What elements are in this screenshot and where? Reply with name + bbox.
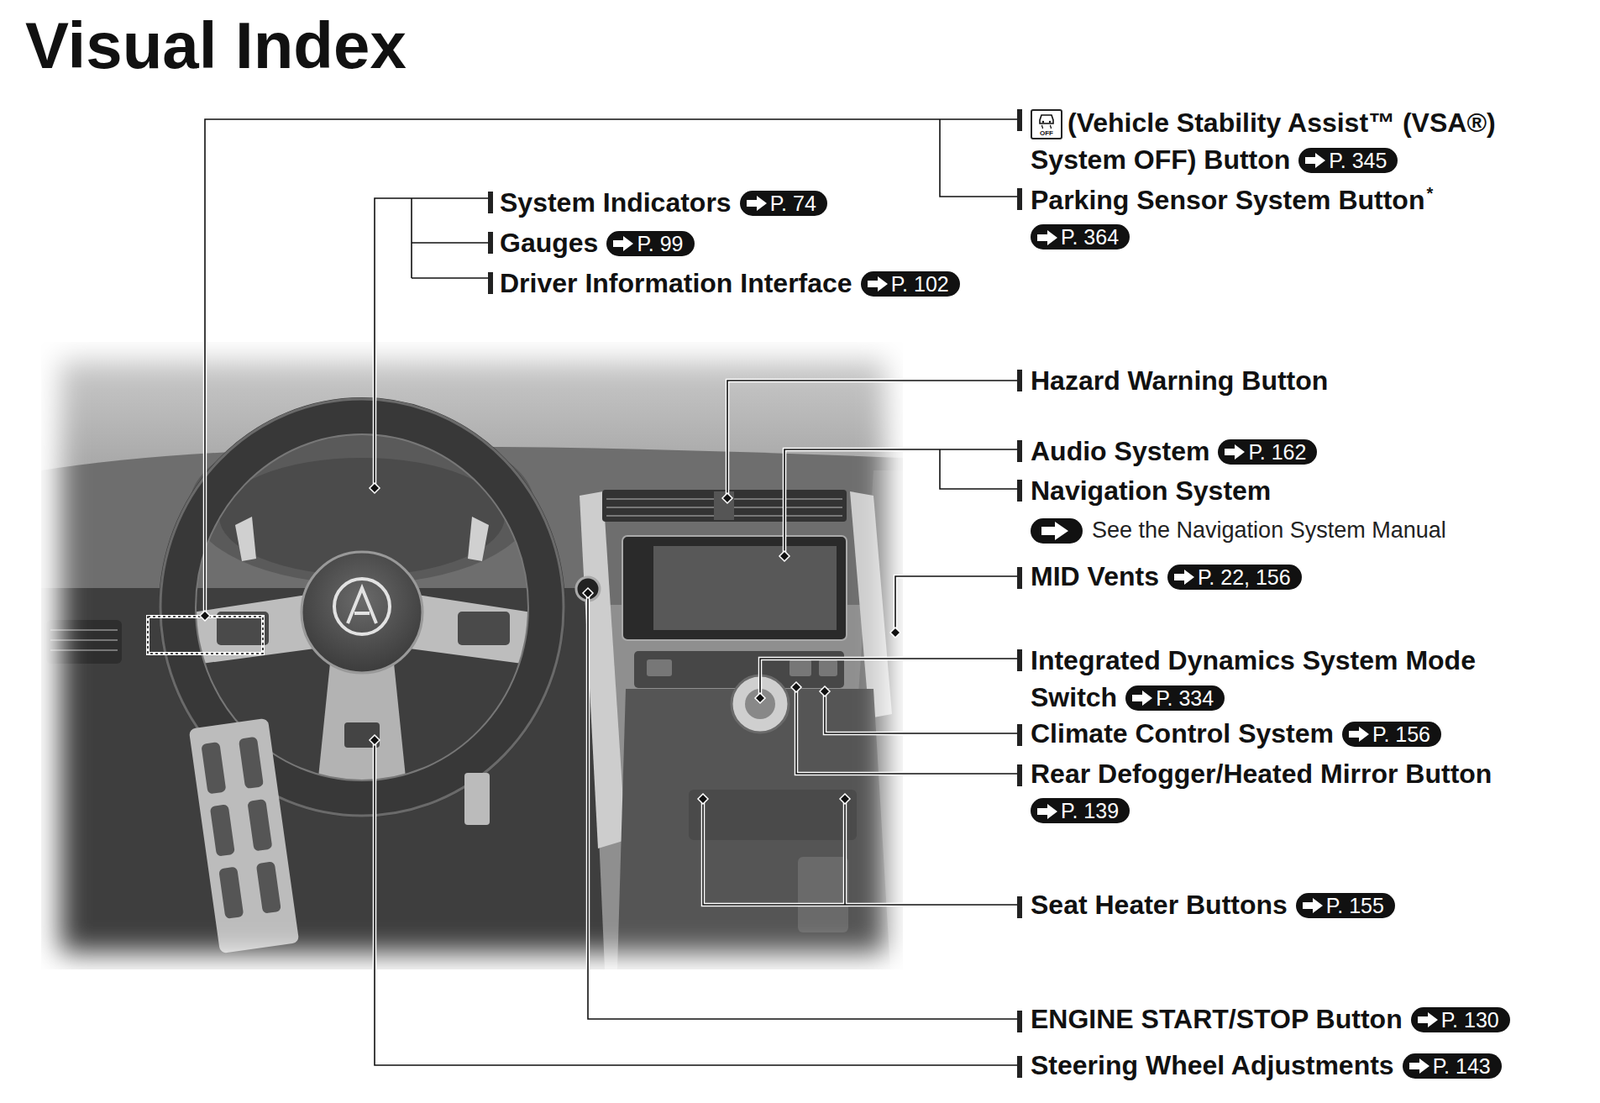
item-label: Steering Wheel Adjustments <box>1030 1049 1395 1081</box>
arrow-icon <box>745 194 768 212</box>
page-ref-badge: P. 139 <box>1030 797 1130 824</box>
item-label: Seat Heater Buttons <box>1030 889 1288 920</box>
arrow-icon <box>1304 152 1327 169</box>
item-label: Driver Information Interface <box>499 267 853 299</box>
page-ref: P. 345 <box>1328 148 1387 173</box>
label-row: Navigation System <box>1030 472 1271 509</box>
arrow-icon <box>1036 802 1059 820</box>
page-ref: P. 155 <box>1326 893 1385 918</box>
item-label: Integrated Dynamics System Mode Switch <box>1030 645 1476 713</box>
reference-note: See the Navigation System Manual <box>1091 514 1447 546</box>
arrow-icon <box>1408 1057 1431 1075</box>
label-row: MID Vents P. 22, 156 <box>1030 557 1302 595</box>
page-ref-badge: P. 102 <box>860 271 960 297</box>
item-label: MID Vents <box>1030 561 1160 592</box>
page-ref-badge: P. 130 <box>1411 1007 1511 1033</box>
arrow-icon <box>1348 725 1370 743</box>
vsa-off-icon: OFF <box>1030 109 1063 140</box>
item-label: Rear Defogger/Heated Mirror Button <box>1030 758 1492 789</box>
page-ref-badge: P. 345 <box>1298 147 1398 174</box>
arrow-icon <box>1131 689 1154 707</box>
arrow-icon <box>1036 229 1059 247</box>
item-label: Navigation System <box>1030 475 1271 506</box>
page-ref-badge: P. 364 <box>1030 224 1130 250</box>
page-ref: P. 74 <box>770 191 817 216</box>
page-ref: P. 143 <box>1432 1054 1491 1078</box>
page-ref-badge: P. 74 <box>739 190 828 216</box>
arrow-icon <box>1301 897 1324 914</box>
label-row: Steering Wheel Adjustments P. 143 <box>1030 1046 1502 1084</box>
page-ref: P. 162 <box>1248 440 1307 464</box>
page-ref: P. 364 <box>1060 225 1119 249</box>
label-row: Driver Information Interface P. 102 <box>499 264 960 302</box>
label-row: Climate Control System P. 156 <box>1030 714 1442 752</box>
vsa-car-symbol <box>1036 112 1057 130</box>
page-ref-badge: P. 156 <box>1342 721 1442 747</box>
label-row: Audio System P. 162 <box>1030 432 1317 470</box>
page-ref: P. 102 <box>891 272 950 296</box>
page-ref: P. 139 <box>1060 798 1119 823</box>
page-ref: P. 99 <box>636 231 683 256</box>
item-label: Audio System <box>1030 435 1210 467</box>
page-ref-badge: P. 155 <box>1295 892 1396 919</box>
item-label: Parking Sensor System Button <box>1030 184 1425 216</box>
footnote-mark: * <box>1426 183 1433 203</box>
item-label: ENGINE START/STOP Button <box>1030 1003 1403 1034</box>
item-label: System Indicators <box>499 187 732 218</box>
page-ref-badge: P. 22, 156 <box>1167 564 1302 590</box>
page-ref: P. 156 <box>1372 722 1431 746</box>
label-row: OFF(Vehicle Stability Assist™ (VSA®) Sys… <box>1030 104 1543 179</box>
label-row: Integrated Dynamics System Mode SwitchP.… <box>1030 641 1535 716</box>
page-ref: P. 334 <box>1155 686 1214 710</box>
page-ref: P. 130 <box>1441 1007 1500 1032</box>
page-ref: P. 22, 156 <box>1197 565 1291 589</box>
icon-text: OFF <box>1032 129 1061 137</box>
arrow-icon <box>1223 443 1246 461</box>
arrow-icon <box>1173 568 1196 586</box>
label-row: Parking Sensor System Button* P. 364 <box>1030 181 1433 250</box>
label-row: Rear Defogger/Heated Mirror Button P. 139 <box>1030 755 1492 824</box>
note-text: See the Navigation System Manual <box>1091 517 1447 543</box>
page-ref-badge: P. 162 <box>1217 439 1317 465</box>
arrow-icon <box>866 275 889 293</box>
label-row: Seat Heater Buttons P. 155 <box>1030 886 1396 924</box>
page-ref-badge: P. 334 <box>1125 685 1225 711</box>
page-ref-badge: P. 143 <box>1402 1053 1502 1079</box>
item-label: Climate Control System <box>1030 718 1334 749</box>
arrow-icon <box>1416 1011 1439 1029</box>
title: Visual Index <box>25 5 407 86</box>
item-label: Hazard Warning Button <box>1030 365 1328 396</box>
label-row: Gauges P. 99 <box>499 224 695 262</box>
item-label: (Vehicle Stability Assist™ (VSA®) System… <box>1030 107 1496 175</box>
arrow-icon <box>612 235 635 252</box>
label-row: System Indicators P. 74 <box>499 183 828 221</box>
item-label: Gauges <box>499 227 599 258</box>
label-row: ENGINE START/STOP Button P. 130 <box>1030 1000 1511 1038</box>
label-row: Hazard Warning Button <box>1030 361 1328 399</box>
page-ref-badge: P. 99 <box>606 230 694 257</box>
